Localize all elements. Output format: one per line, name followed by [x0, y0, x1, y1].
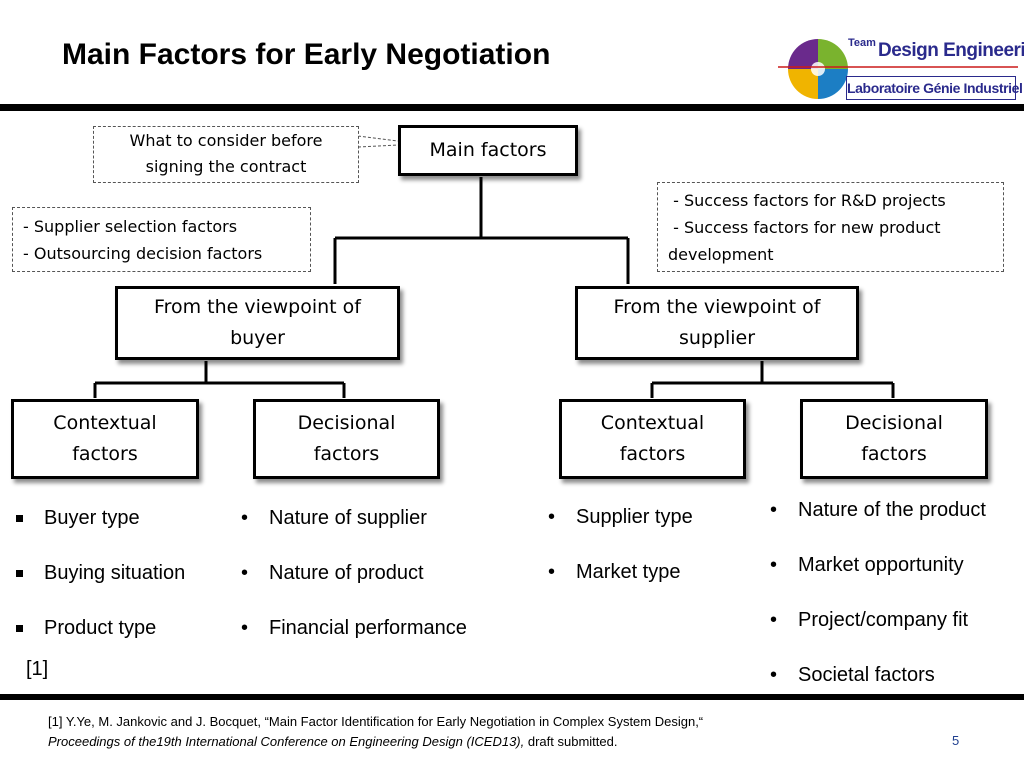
- node-label: From the viewpoint of: [613, 296, 821, 318]
- node-label: Contextual: [600, 412, 705, 434]
- node-label: factors: [861, 443, 927, 465]
- dot-bullet-icon: •: [241, 562, 249, 584]
- dot-bullet-icon: •: [548, 506, 556, 528]
- reference-line: Proceedings of the19th International Con…: [48, 732, 948, 752]
- square-bullet-icon: [16, 515, 23, 522]
- list-item: Buyer type: [12, 506, 185, 561]
- node-label: factors: [619, 443, 686, 465]
- node-label: factors: [313, 443, 380, 465]
- list-item: •Nature of supplier: [241, 507, 427, 529]
- design-engineering-logo: Team Design Engineering Laboratoire Géni…: [778, 36, 1024, 102]
- list-item: Buying situation: [12, 561, 185, 616]
- list-item: Product type: [12, 616, 185, 671]
- square-bullet-icon: [16, 570, 23, 577]
- note-buyer-factors: - Supplier selection factors - Outsourci…: [12, 207, 311, 272]
- dot-bullet-icon: •: [548, 561, 556, 583]
- node-buyer-decisional: Decisional factors: [253, 399, 440, 479]
- logo-lab-text: Laboratoire Génie Industriel: [846, 76, 1023, 100]
- node-buyer-contextual: Contextual factors: [11, 399, 199, 479]
- dot-bullet-icon: •: [770, 664, 778, 686]
- list-buyer-contextual: Buyer type Buying situation Product type: [12, 506, 185, 671]
- note-before-signing: What to consider before signing the cont…: [93, 126, 359, 183]
- note-line: - Outsourcing decision factors: [23, 244, 263, 263]
- node-label: factors: [72, 443, 138, 465]
- list-item: •Nature of product: [241, 562, 424, 584]
- list-item: •Financial performance: [241, 617, 467, 639]
- list-item: •Societal factors: [770, 664, 935, 686]
- node-supplier-decisional: Decisional factors: [800, 399, 988, 479]
- dot-bullet-icon: •: [770, 499, 778, 521]
- note-line: - Supplier selection factors: [23, 217, 238, 236]
- node-label: Decisional: [297, 412, 396, 434]
- list-item: •Supplier type: [548, 506, 693, 528]
- node-supplier-contextual: Contextual factors: [559, 399, 746, 479]
- square-bullet-icon: [16, 625, 23, 632]
- node-buyer-viewpoint: From the viewpoint of buyer: [115, 286, 400, 360]
- node-label: From the viewpoint of: [154, 296, 361, 318]
- node-main-factors: Main factors: [398, 125, 578, 176]
- note-line: development: [668, 245, 774, 264]
- node-label: supplier: [678, 327, 756, 349]
- logo-brand-text: Design Engineering: [878, 40, 1024, 61]
- list-item: •Nature of the product: [770, 499, 986, 521]
- logo-team-label: Team: [848, 37, 876, 49]
- dot-bullet-icon: •: [770, 609, 778, 631]
- note-line: signing the contract: [145, 157, 307, 176]
- page-number: 5: [952, 733, 960, 748]
- node-label: buyer: [230, 327, 285, 349]
- reference-footnote: [1] Y.Ye, M. Jankovic and J. Bocquet, “M…: [48, 712, 948, 752]
- node-label: Main factors: [429, 139, 547, 161]
- note-line: - Success factors for new product: [668, 218, 941, 237]
- slide-title: Main Factors for Early Negotiation: [62, 38, 551, 71]
- dot-bullet-icon: •: [770, 554, 778, 576]
- note-supplier-factors: - Success factors for R&D projects - Suc…: [657, 182, 1004, 272]
- logo-emblem-icon: [778, 39, 1018, 99]
- top-divider: [0, 104, 1024, 111]
- citation-marker: [1]: [26, 658, 49, 680]
- list-item: •Market type: [548, 561, 681, 583]
- note-line: - Success factors for R&D projects: [668, 191, 946, 210]
- node-label: Contextual: [53, 412, 157, 434]
- dot-bullet-icon: •: [241, 507, 249, 529]
- note-line: What to consider before: [129, 131, 323, 150]
- reference-status: draft submitted.: [524, 734, 618, 749]
- list-item: •Market opportunity: [770, 554, 964, 576]
- bottom-divider: [0, 694, 1024, 700]
- list-item: •Project/company fit: [770, 609, 969, 631]
- node-label: Decisional: [845, 412, 943, 434]
- node-supplier-viewpoint: From the viewpoint of supplier: [575, 286, 859, 360]
- list-supplier-contextual: •Supplier type •Market type: [544, 505, 693, 615]
- reference-venue: Proceedings of the19th International Con…: [48, 734, 525, 749]
- list-supplier-decisional: •Nature of the product •Market opportuni…: [766, 498, 986, 718]
- reference-line: [1] Y.Ye, M. Jankovic and J. Bocquet, “M…: [48, 714, 704, 729]
- dot-bullet-icon: •: [241, 617, 249, 639]
- list-buyer-decisional: •Nature of supplier •Nature of product •…: [237, 506, 467, 671]
